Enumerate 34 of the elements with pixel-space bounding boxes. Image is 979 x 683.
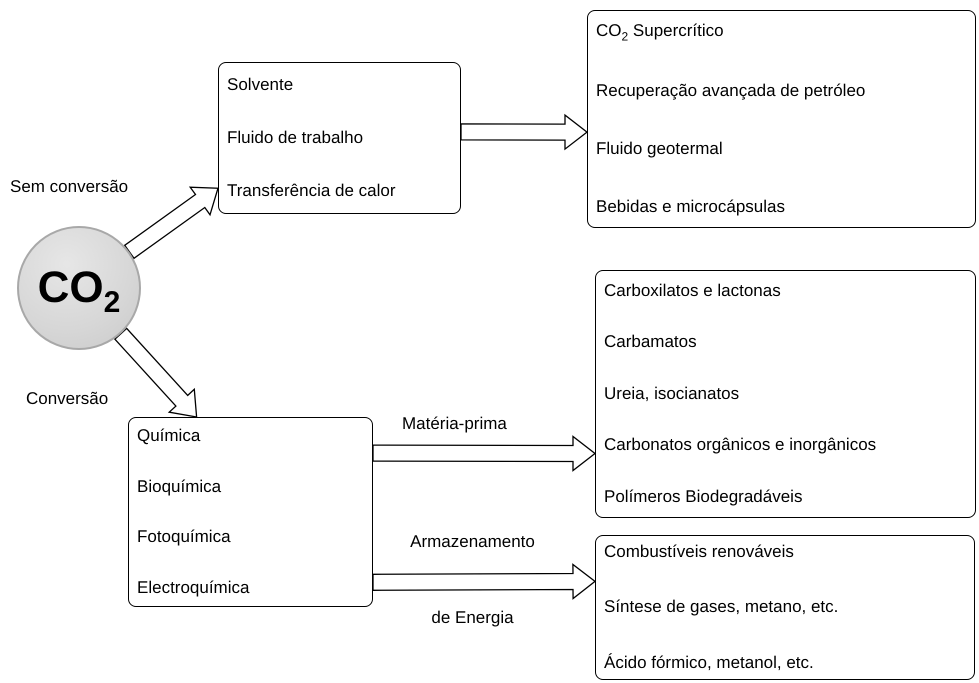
list-item: Carbonatos orgânicos e inorgânicos [604,435,878,456]
edge-label: Matéria-prima [402,413,507,435]
list-item: Síntese de gases, metano, etc. [604,597,840,618]
block-arrow [114,327,198,418]
list-item: Bebidas e microcápsulas [596,196,786,217]
edge-label: Armazenamento de Energia [409,531,536,629]
list-item: Solvente [227,75,294,96]
list-item: Transferência de calor [227,180,397,201]
list-item: Carboxilatos e lactonas [604,281,782,302]
list-item: Ureia, isocianatos [604,384,740,404]
block-arrow [124,186,219,260]
list-item: Carbamatos [604,332,698,353]
process-box [218,62,461,214]
node-text: CO$_{2}$ [38,266,120,310]
edge-label: Conversão [26,388,108,410]
list-item: Polímeros Biodegradáveis [604,486,804,507]
list-item: Fluido de trabalho [227,128,364,148]
list-item: Combustíveis renováveis [604,542,795,562]
list-item: Bioquímica [137,476,222,497]
process-box [595,270,976,518]
block-arrow [460,114,588,150]
block-arrow [372,563,596,600]
process-box [595,535,975,680]
list-item: CO$_{2}$ Supercrítico [596,21,725,44]
list-item: Ácido fórmico, metanol, etc. [604,652,815,673]
block-arrow [372,435,596,472]
list-item: Química [137,426,202,446]
list-item: Recuperação avançada de petróleo [596,81,866,102]
edge-label: Sem conversão [10,176,128,198]
list-item: Fotoquímica [137,527,232,548]
list-item: Electroquímica [137,578,250,598]
process-box [587,10,976,228]
list-item: Fluido geotermal [596,138,724,160]
process-box [128,417,373,607]
